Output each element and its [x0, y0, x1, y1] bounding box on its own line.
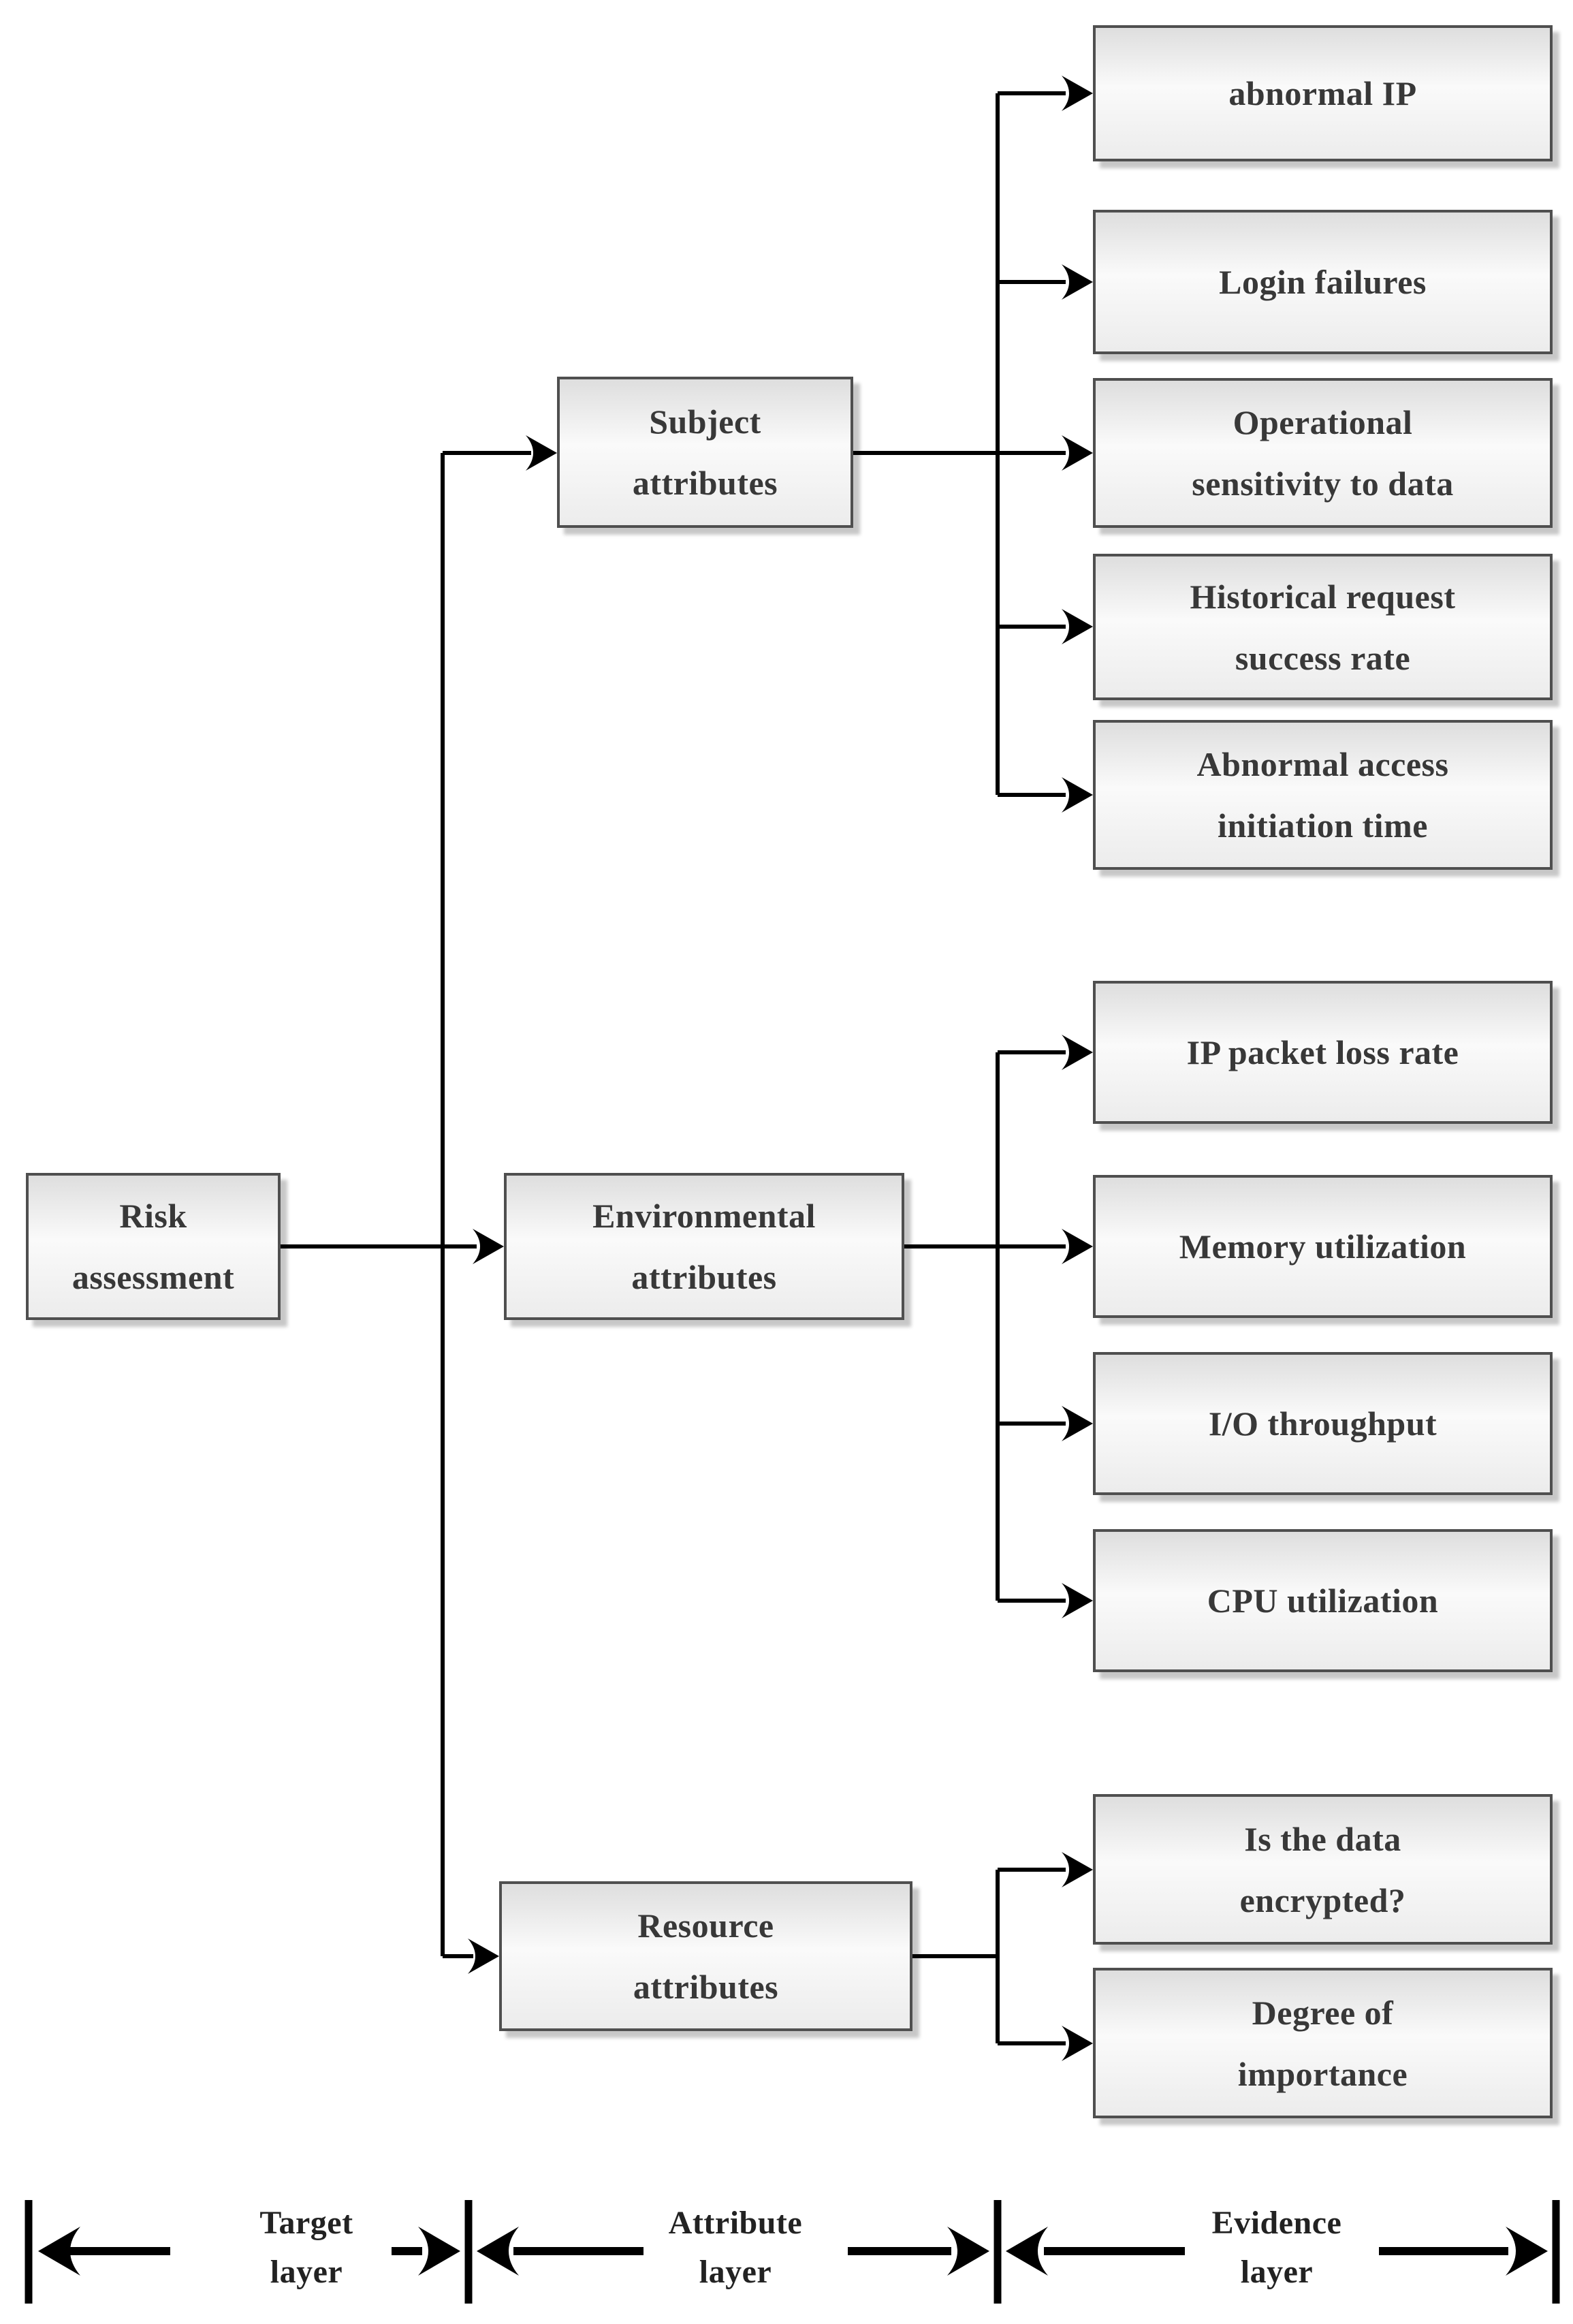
node-historical-request-success-rate: Historical request success rate: [1093, 554, 1553, 700]
node-abnormal-ip: abnormal IP: [1093, 25, 1553, 161]
node-abnormal-access-initiation-time: Abnormal access initiation time: [1093, 720, 1553, 870]
node-ip-packet-loss-rate: IP packet loss rate: [1093, 981, 1553, 1124]
node-cpu-utilization: CPU utilization: [1093, 1529, 1553, 1672]
node-login-failures: Login failures: [1093, 210, 1553, 354]
node-io-throughput: I/O throughput: [1093, 1352, 1553, 1495]
node-subject-attributes: Subject attributes: [557, 377, 853, 528]
node-is-data-encrypted: Is the data encrypted?: [1093, 1794, 1553, 1945]
layer-label-target: Target layer: [259, 2205, 353, 2290]
node-degree-of-importance: Degree of importance: [1093, 1968, 1553, 2118]
node-memory-utilization: Memory utilization: [1093, 1175, 1553, 1318]
layer-label-evidence: Evidence layer: [1211, 2205, 1342, 2290]
layer-label-attribute: Attribute layer: [668, 2205, 803, 2290]
node-risk-assessment: Risk assessment: [26, 1173, 281, 1320]
node-resource-attributes: Resource attributes: [499, 1881, 912, 2031]
node-operational-sensitivity: Operational sensitivity to data: [1093, 378, 1553, 528]
arrowhead-icons: [468, 76, 1093, 2061]
node-environmental-attributes: Environmental attributes: [504, 1173, 904, 1320]
